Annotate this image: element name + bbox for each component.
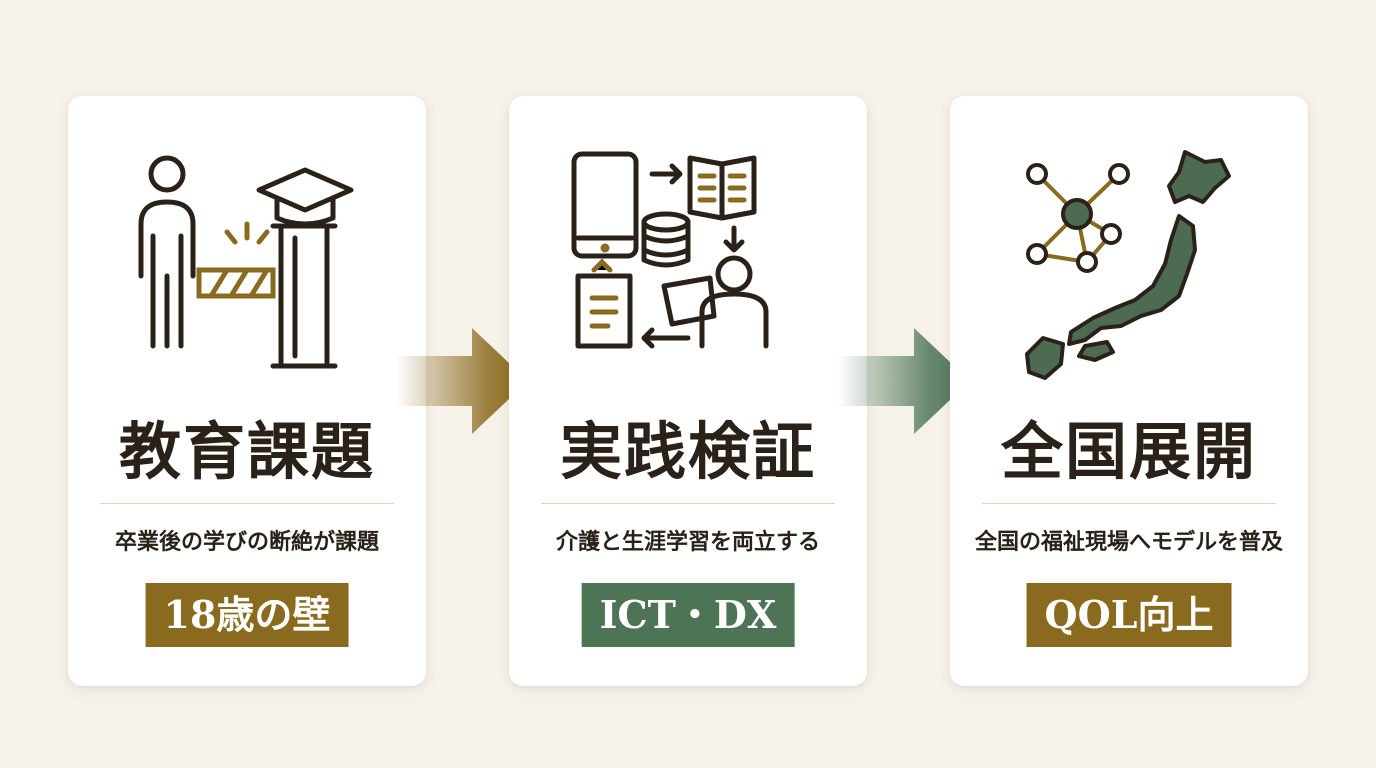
step-title: 教育課題: [118, 415, 375, 488]
step-title: 全国展開: [1000, 415, 1257, 488]
step-description: 全国の福祉現場へモデルを普及: [974, 530, 1283, 555]
step-badge: QOL向上: [1026, 583, 1232, 647]
step-description: 卒業後の学びの断絶が課題: [114, 530, 379, 555]
person-barrier-graduation-icon: [68, 146, 426, 436]
divider: [541, 503, 835, 504]
step-card-nationwide: 全国展開 全国の福祉現場へモデルを普及 QOL向上: [950, 96, 1308, 686]
arrow-right-icon: [838, 328, 970, 438]
step-card-education: 教育課題 卒業後の学びの断絶が課題 18歳の壁: [68, 96, 426, 686]
arrow-right-icon: [396, 328, 528, 438]
step-badge: 18歳の壁: [145, 583, 349, 647]
divider: [982, 503, 1276, 504]
step-title: 実践検証: [559, 415, 816, 488]
divider: [100, 503, 394, 504]
step-badge: ICT・DX: [581, 583, 795, 647]
japan-network-map-icon: [950, 146, 1308, 436]
step-card-practice: 実践検証 介護と生涯学習を両立する ICT・DX: [509, 96, 867, 686]
digital-learning-cycle-icon: [509, 146, 867, 436]
step-description: 介護と生涯学習を両立する: [555, 530, 820, 555]
